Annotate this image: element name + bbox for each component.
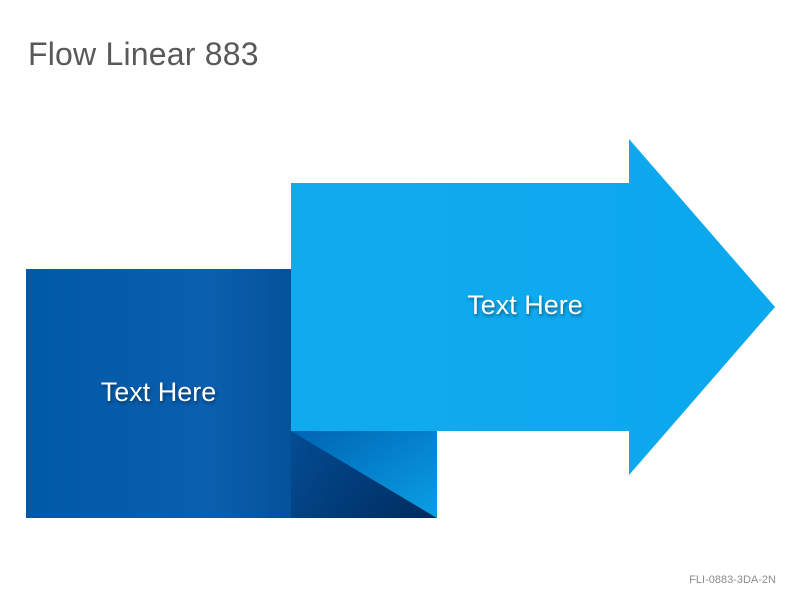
step-arrow-right [291,139,775,475]
step-label-right: Text Here [467,290,583,320]
fold-corner [291,431,437,518]
slide-title: Flow Linear 883 [28,36,259,72]
template-code: FLI-0883-3DA-2N [689,574,776,586]
step-label-left: Text Here [100,377,217,407]
